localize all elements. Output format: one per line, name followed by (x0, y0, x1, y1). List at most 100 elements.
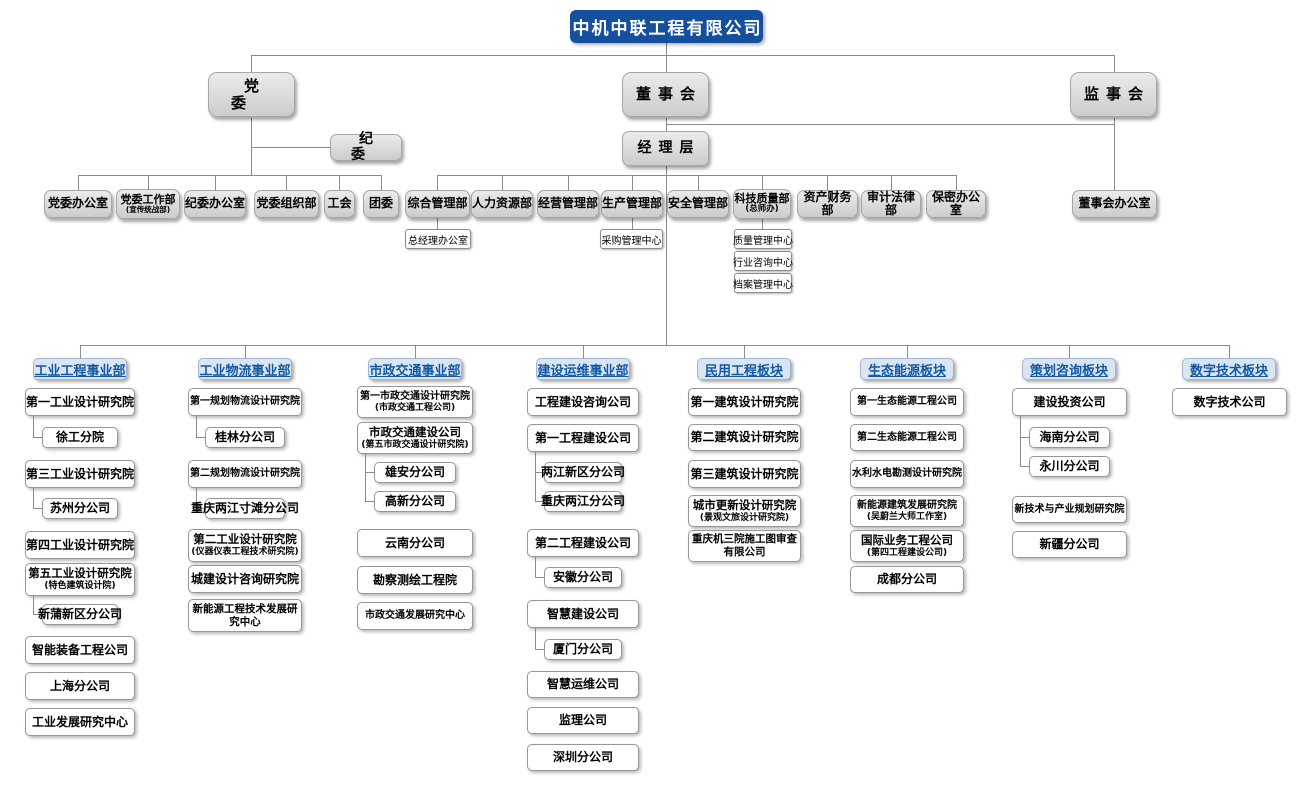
party-committee-box: 党委 (208, 72, 295, 117)
unit-box: 水利水电勘测设计研究院 (850, 460, 964, 488)
unit-label: 厦门分公司 (552, 642, 613, 657)
connector-line (78, 175, 79, 190)
unit-label: 重庆两江寸滩分公司 (191, 501, 300, 516)
unit-box: 第一工程建设公司 (527, 424, 639, 452)
party-dept-label: 党委组织部 (256, 196, 317, 211)
unit-label: 国际业务工程公司 (861, 532, 953, 547)
connector-line (78, 175, 382, 176)
connector-line (583, 345, 584, 358)
connector-line (437, 175, 957, 176)
unit-box: 第一建筑设计研究院 (688, 388, 801, 416)
unit-label: 第二生态能源工程公司 (857, 431, 957, 443)
connector-line (666, 124, 1115, 125)
exec-dept-label: 保密办公室 (931, 189, 980, 217)
unit-label: 深圳分公司 (552, 750, 613, 765)
connector-line (365, 501, 374, 502)
unit-label: 智能装备工程公司 (31, 642, 128, 657)
unit-label: 新能源工程技术发展研究中心 (192, 602, 298, 628)
connector-line (698, 175, 699, 190)
unit-label: 海南分公司 (1039, 430, 1100, 445)
connector-line (196, 508, 205, 509)
exec-dept-label: 综合管理部 (407, 196, 468, 211)
party-dept-box: 党委工作部 (宣传统战部) (116, 189, 180, 219)
unit-box: 建设投资公司 (1012, 388, 1127, 416)
unit-label: 第一市政交通设计研究院 (360, 390, 470, 402)
branch-office-box: 桂林分公司 (205, 427, 285, 448)
archives-center-box: 档案管理中心 (733, 273, 793, 293)
unit-label: 第一工程建设公司 (534, 430, 631, 445)
unit-box: 监理公司 (527, 707, 639, 734)
connector-line (437, 218, 438, 230)
connector-line (33, 596, 34, 614)
unit-label: 第二规划物流设计研究院 (190, 468, 300, 479)
party-dept-box: 纪委办公室 (184, 190, 246, 218)
exec-dept-label: 安全管理部 (668, 196, 729, 211)
exec-dept-label: 资产财务部 (803, 189, 852, 217)
company-root-box: 中机中联工程有限公司 (570, 10, 763, 43)
connector-line (744, 345, 745, 358)
connector-line (415, 345, 416, 358)
unit-label: 新蒲新区分公司 (38, 607, 123, 622)
party-dept-box: 党委组织部 (254, 190, 319, 218)
exec-dept-box: 生产管理部 (601, 190, 663, 218)
unit-label: 第二工程建设公司 (534, 535, 631, 550)
connector-line (1229, 345, 1230, 358)
connector-line (80, 345, 1230, 346)
branch-office-box: 重庆两江寸滩分公司 (191, 498, 299, 519)
unit-box: 重庆机三院施工图审查有限公司 (688, 530, 801, 562)
unit-label: 桂林分公司 (214, 430, 275, 445)
connector-line (381, 175, 382, 190)
unit-label: 上海分公司 (49, 678, 110, 693)
unit-label: 建设投资公司 (1033, 394, 1106, 409)
division-header: 工业物流事业部 (198, 358, 292, 380)
connector-line (827, 175, 828, 190)
connector-line (762, 175, 763, 190)
unit-label: 城市更新设计研究院 (692, 497, 797, 512)
connector-line (535, 557, 536, 577)
unit-box: 智慧运维公司 (527, 671, 639, 698)
unit-label: 城建设计咨询研究院 (191, 571, 300, 586)
unit-label: 市政交通建设公司 (369, 424, 461, 439)
unit-box: 上海分公司 (25, 672, 135, 700)
unit-box: 国际业务工程公司(第四工程建设公司) (850, 530, 964, 562)
unit-box: 工程建设咨询公司 (527, 388, 639, 416)
unit-box: 新疆分公司 (1012, 531, 1127, 558)
connector-line (33, 437, 42, 438)
exec-dept-label: 生产管理部 (602, 196, 663, 211)
unit-box: 城建设计咨询研究院 (188, 565, 302, 593)
quality-center-label: 质量管理中心 (733, 235, 793, 247)
board-of-directors-label: 董事会 (635, 85, 702, 104)
connector-line (535, 649, 544, 650)
unit-label: 监理公司 (558, 713, 607, 728)
branch-office-box: 海南分公司 (1029, 427, 1110, 448)
unit-label: 第一建筑设计研究院 (690, 394, 799, 409)
branch-office-box: 新蒲新区分公司 (38, 604, 122, 625)
connector-line (1114, 55, 1115, 72)
unit-label: 永川分公司 (1039, 459, 1100, 474)
branch-office-box: 两江新区分公司 (541, 462, 625, 483)
party-dept-box: 党委办公室 (44, 190, 112, 218)
unit-label: 雄安分公司 (384, 465, 445, 480)
party-dept-label: 纪委办公室 (185, 196, 246, 211)
party-dept-label: 工会 (327, 196, 352, 211)
connector-line (666, 166, 667, 345)
unit-label: 第三建筑设计研究院 (690, 466, 799, 481)
exec-dept-label: 科技质量部 (734, 192, 790, 206)
connector-line (762, 218, 763, 230)
unit-label: 新能源建筑发展研究院 (857, 499, 957, 511)
connector-line (535, 628, 536, 649)
connector-line (568, 175, 569, 190)
unit-box: 云南分公司 (357, 529, 473, 557)
division-header: 策划咨询板块 (1022, 358, 1116, 380)
board-of-directors-box: 董事会 (622, 72, 709, 117)
exec-dept-box: 保密办公室 (926, 190, 986, 218)
branch-office-box: 雄安分公司 (374, 462, 456, 483)
division-header: 生态能源板块 (860, 358, 954, 380)
unit-box: 深圳分公司 (527, 744, 639, 771)
exec-dept-box: 科技质量部 (总师办) (733, 189, 791, 219)
unit-label: 工程建设咨询公司 (534, 394, 631, 409)
connector-line (33, 488, 34, 508)
quality-center-box: 质量管理中心 (733, 229, 793, 249)
discipline-committee-box: 纪委 (330, 131, 402, 162)
unit-box: 第一生态能源工程公司 (850, 388, 964, 416)
